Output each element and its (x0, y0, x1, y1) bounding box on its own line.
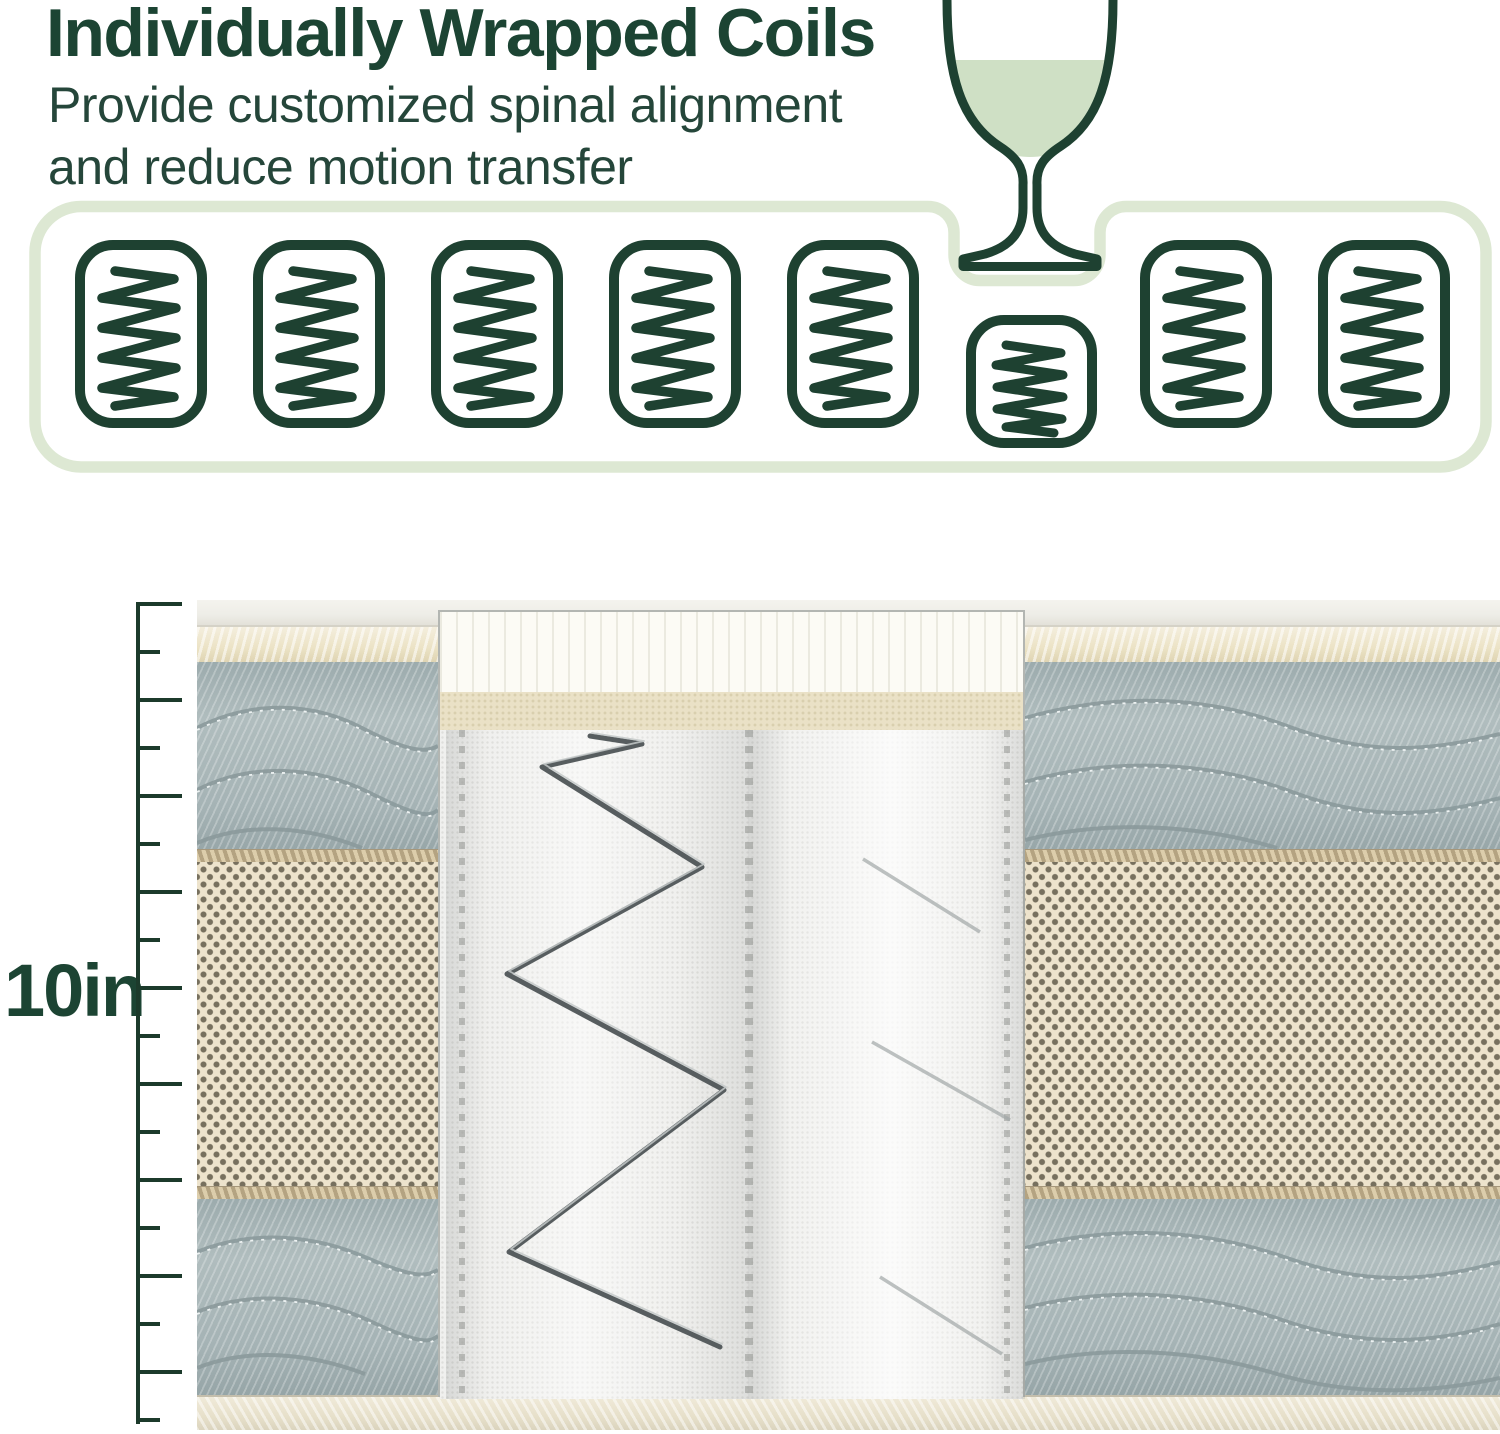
pocket-seam-left (459, 730, 465, 1399)
right-coil-pocket (748, 730, 1025, 1399)
coil-icon (792, 245, 914, 423)
compressed-coil-icon (971, 320, 1092, 443)
coil-icon (1323, 245, 1445, 423)
coil-window-cutout (438, 610, 1025, 1399)
page-subtitle: Provide customized spinal alignment and … (48, 74, 843, 198)
height-measurement-label: 10in (4, 949, 146, 1032)
motion-band-outline (29, 200, 1492, 473)
page-title: Individually Wrapped Coils (46, 0, 876, 71)
spring-wire-art (504, 732, 1011, 1356)
coil-row-illustration (29, 0, 1492, 473)
coil-icon (1145, 245, 1267, 423)
subtitle-line-1: Provide customized spinal alignment (48, 77, 843, 133)
wine-glass-icon (942, 0, 1118, 271)
coil-icon (436, 245, 558, 423)
coil-icon (614, 245, 736, 423)
coil-icon (258, 245, 380, 423)
pocket-seam-middle (745, 730, 753, 1399)
mattress-cross-section-photo (197, 600, 1500, 1430)
ruler-scale (136, 602, 182, 1424)
subtitle-line-2: and reduce motion transfer (48, 139, 633, 195)
coil-icon (80, 245, 202, 423)
pocket-seam-right (1004, 730, 1010, 1399)
quilt-wave-stitches (197, 698, 1500, 1393)
foam-layer (440, 612, 1023, 694)
foam-edge-mesh-band (440, 692, 1023, 733)
bottom-tape-edge (197, 1395, 1500, 1430)
